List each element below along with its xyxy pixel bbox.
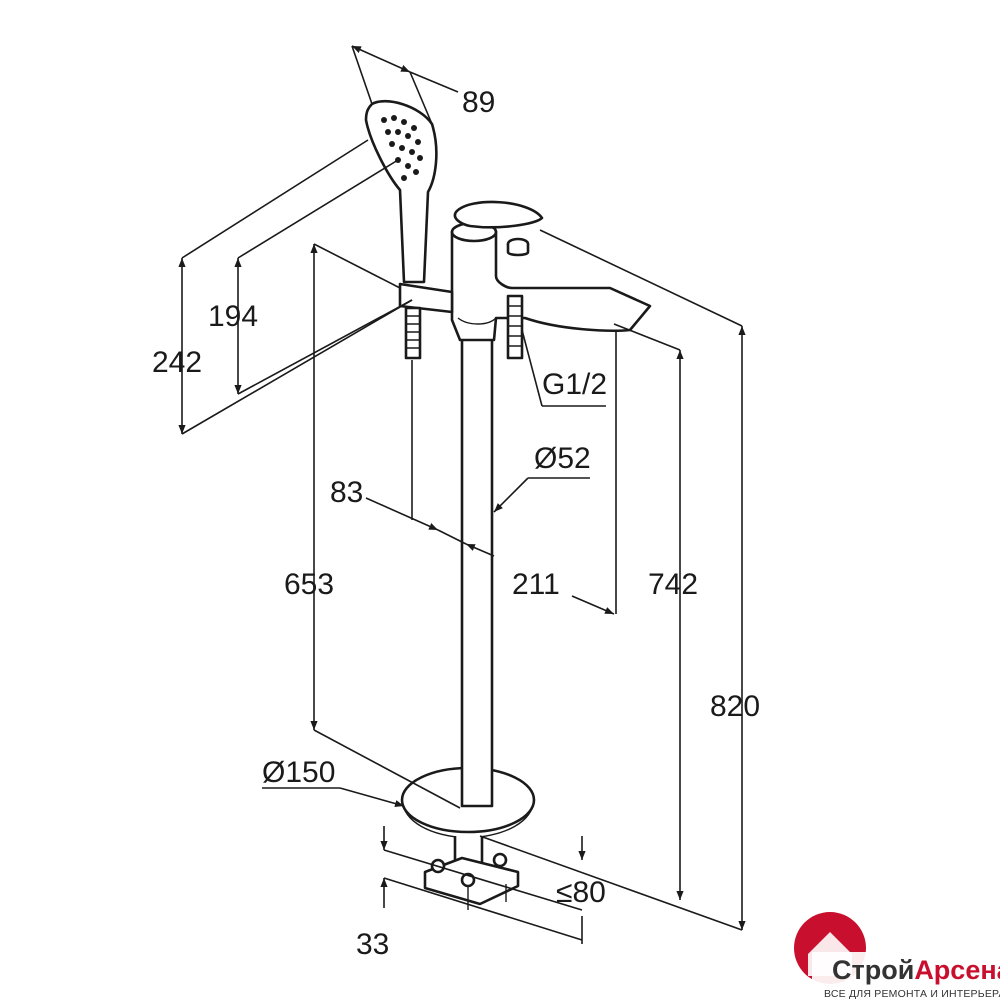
dim-total-height: 820 [710, 690, 760, 723]
spray-nozzles [381, 115, 423, 181]
logo-brand: СтройАрсенал [832, 955, 1000, 985]
dimension-labels: 89 194 242 G1/2 Ø52 83 211 653 742 820 Ø… [152, 86, 760, 961]
dim-handset-offset: 83 [330, 476, 363, 509]
dim-handset-width: 89 [462, 86, 495, 119]
dim-handset-length-a: 194 [208, 300, 258, 333]
dim-base-diameter: Ø150 [262, 756, 335, 789]
dimension-lines [178, 45, 746, 944]
dim-spout-height: 742 [648, 568, 698, 601]
faucet-body [364, 99, 652, 910]
dim-pipe-diameter: Ø52 [534, 442, 591, 475]
logo-tagline: ВСЕ ДЛЯ РЕМОНТА И ИНТЕРЬЕРА [824, 988, 1000, 1000]
dim-spout-reach: 211 [512, 568, 560, 601]
dim-install-depth: ≤80 [556, 876, 606, 909]
dim-holder-height: 653 [284, 568, 334, 601]
brand-logo: СтройАрсенал ВСЕ ДЛЯ РЕМОНТА И ИНТЕРЬЕРА [794, 912, 1000, 1000]
dim-base-thickness: 33 [356, 928, 389, 961]
dim-connection-thread: G1/2 [542, 368, 607, 401]
dim-handset-length-b: 242 [152, 346, 202, 379]
